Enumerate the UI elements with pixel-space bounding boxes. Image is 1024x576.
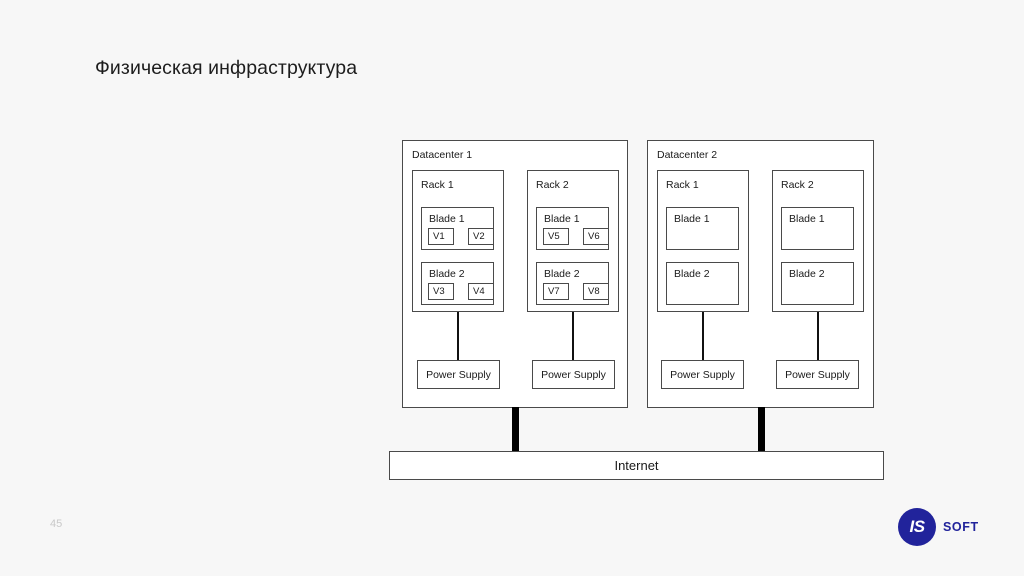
datacenter-2-rack-1-power-wire (702, 312, 705, 360)
page-number: 45 (50, 518, 63, 530)
datacenter-2-rack-1-label: Rack 1 (666, 179, 699, 191)
page-title: Физическая инфраструктура (95, 57, 358, 80)
datacenter-2-rack-2-blade-1: Blade 1 (781, 207, 854, 250)
vm-v7: V7 (543, 283, 569, 300)
datacenter-2-rack-1-blade-2: Blade 2 (666, 262, 739, 305)
vm-v8: V8 (583, 283, 609, 300)
brand-logo: IS SOFT (898, 508, 979, 546)
datacenter-1-rack-2-power-wire (572, 312, 575, 360)
vm-v6: V6 (583, 228, 609, 245)
vm-v1: V1 (428, 228, 454, 245)
datacenter-2-rack-1-power-supply: Power Supply (661, 360, 744, 389)
datacenter-2-rack-1-blade-1-label: Blade 1 (674, 213, 710, 225)
datacenter-2-label: Datacenter 2 (657, 149, 718, 161)
datacenter-1-internet-trunk (512, 407, 519, 454)
datacenter-1-rack-1-power-supply: Power Supply (417, 360, 500, 389)
datacenter-2-rack-1-blade-2-label: Blade 2 (674, 268, 710, 280)
vm-v3: V3 (428, 283, 454, 300)
datacenter-1-rack-2-label: Rack 2 (536, 179, 569, 191)
datacenter-2-rack-2-blade-2-label: Blade 2 (789, 268, 825, 280)
vm-v5: V5 (543, 228, 569, 245)
datacenter-1-rack-1-blade-1-label: Blade 1 (429, 213, 465, 225)
datacenter-2-rack-2-blade-1-label: Blade 1 (789, 213, 825, 225)
datacenter-1-rack-1-power-wire (457, 312, 460, 360)
datacenter-2-rack-2-power-wire (817, 312, 820, 360)
datacenter-1-rack-1-label: Rack 1 (421, 179, 454, 191)
datacenter-1-label: Datacenter 1 (412, 149, 473, 161)
brand-name: SOFT (943, 520, 979, 534)
datacenter-2-rack-2-power-supply: Power Supply (776, 360, 859, 389)
datacenter-1-rack-2-power-supply: Power Supply (532, 360, 615, 389)
datacenter-1-rack-2-blade-1-label: Blade 1 (544, 213, 580, 225)
vm-v4: V4 (468, 283, 494, 300)
datacenter-2-rack-2-blade-2: Blade 2 (781, 262, 854, 305)
datacenter-1-rack-1-blade-2-label: Blade 2 (429, 268, 465, 280)
vm-v2: V2 (468, 228, 494, 245)
datacenter-2-internet-trunk (758, 407, 765, 454)
datacenter-2-rack-2-label: Rack 2 (781, 179, 814, 191)
datacenter-1-rack-2-blade-2-label: Blade 2 (544, 268, 580, 280)
is-logo-icon: IS (898, 508, 936, 546)
datacenter-2-rack-1-blade-1: Blade 1 (666, 207, 739, 250)
internet-bar: Internet (389, 451, 884, 480)
